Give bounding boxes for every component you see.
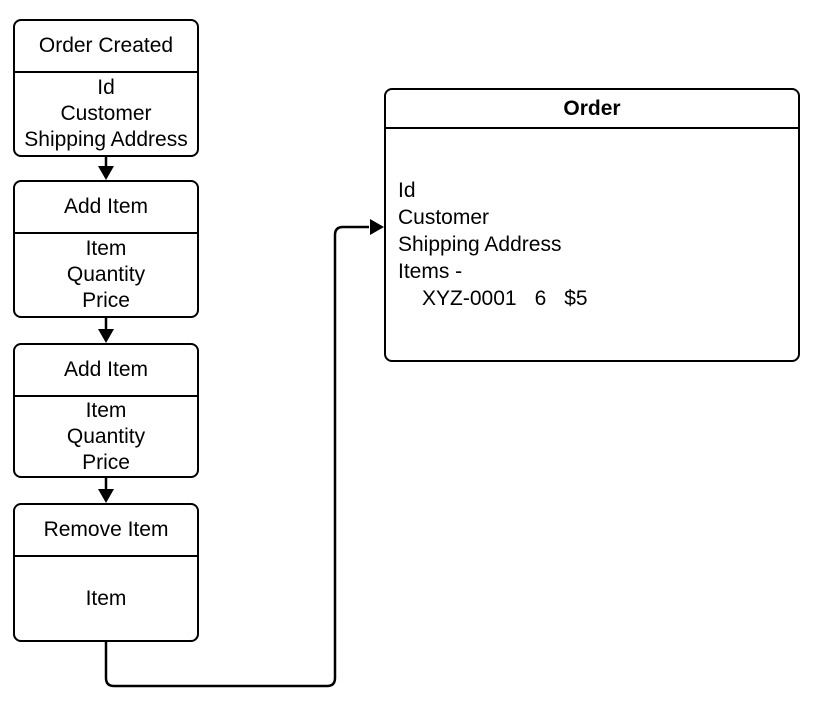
event-field: Price	[82, 289, 130, 312]
arrow-down-icon	[98, 166, 114, 180]
event-field: Price	[82, 450, 130, 474]
event-title: Remove Item	[15, 505, 197, 557]
arrow-right-icon	[370, 219, 384, 235]
event-fields: Item Quantity Price	[15, 234, 197, 316]
arrow-down-icon	[98, 329, 114, 343]
event-field: Item	[85, 398, 127, 422]
order-item-quantity: 6	[534, 287, 547, 310]
order-item-sku: XYZ-0001	[422, 287, 517, 310]
event-field: Quantity	[66, 263, 146, 286]
event-field: Item	[85, 237, 127, 260]
event-fields: Item Quantity Price	[15, 397, 197, 476]
aggregate-field: Id	[398, 179, 416, 202]
event-field: Quantity	[66, 424, 146, 448]
aggregate-field: Shipping Address	[398, 233, 562, 256]
order-item-row: XYZ-0001 6 $5	[398, 285, 798, 312]
order-item-price: $5	[564, 287, 588, 310]
event-title: Order Created	[15, 21, 197, 73]
event-fields: Item	[15, 557, 197, 640]
aggregate-fields: Id Customer Shipping Address Items - XYZ…	[386, 129, 798, 360]
event-field: Id	[97, 76, 115, 99]
aggregate-title: Order	[386, 90, 798, 129]
aggregate-field: Customer	[398, 206, 490, 229]
event-field: Item	[85, 586, 127, 610]
aggregate-box-order: Order Id Customer Shipping Address Items…	[384, 88, 800, 362]
event-field: Shipping Address	[24, 128, 188, 151]
aggregate-field: Items -	[398, 260, 463, 283]
arrow-down-icon	[98, 489, 114, 503]
event-box-order-created: Order Created Id Customer Shipping Addre…	[13, 19, 199, 157]
event-box-remove-item: Remove Item Item	[13, 503, 199, 642]
event-title: Add Item	[15, 182, 197, 234]
event-box-add-item-1: Add Item Item Quantity Price	[13, 180, 199, 318]
event-field: Customer	[60, 102, 152, 125]
event-fields: Id Customer Shipping Address	[15, 73, 197, 155]
event-title: Add Item	[15, 345, 197, 397]
event-box-add-item-2: Add Item Item Quantity Price	[13, 343, 199, 478]
